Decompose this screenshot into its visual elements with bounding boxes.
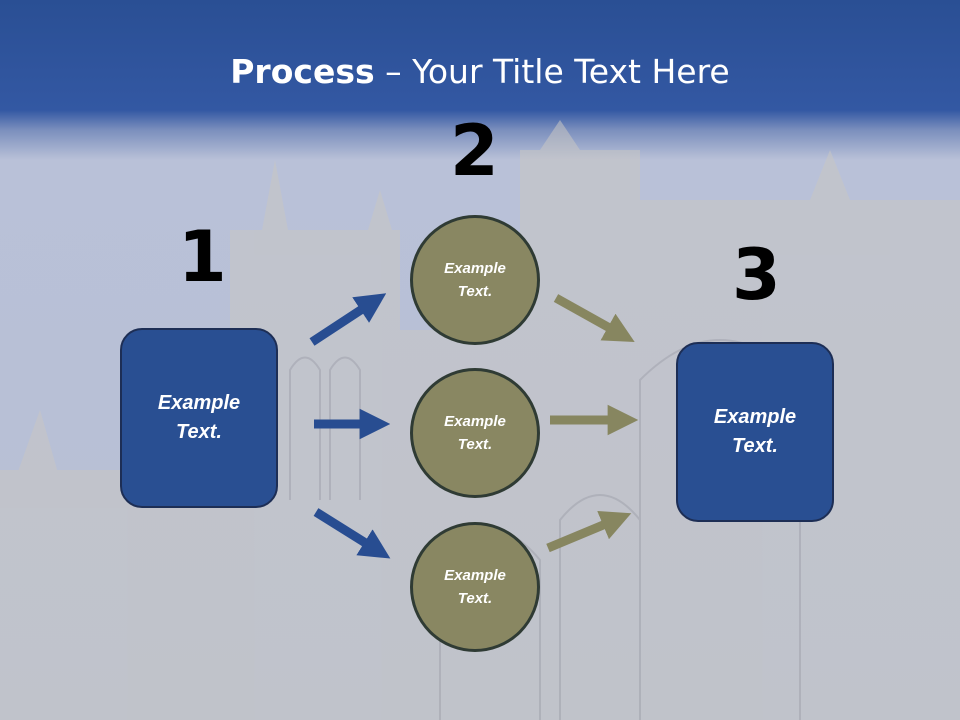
arrow-from-circle-top	[553, 294, 635, 342]
arrow-from-circle-bottom	[546, 510, 632, 553]
step-number-3: 3	[732, 234, 781, 316]
step-1-box-text: Example Text.	[157, 392, 241, 443]
step-number-1: 1	[178, 216, 227, 298]
title-rest: – Your Title Text Here	[374, 52, 730, 91]
slide-title: Process – Your Title Text Here	[0, 52, 960, 91]
circle-middle-text: Example Text.	[444, 413, 506, 453]
step-1-box: Example Text.	[120, 328, 278, 508]
step-number-2: 2	[450, 110, 499, 192]
circle-bottom-text: Example Text.	[444, 567, 506, 607]
title-bold: Process	[230, 52, 375, 91]
step-3-box-text: Example Text.	[713, 406, 797, 457]
circle-top-text: Example Text.	[444, 260, 506, 300]
step-2-circle-middle: Example Text.	[410, 368, 540, 498]
step-3-box: Example Text.	[676, 342, 834, 522]
arrow-to-circle-bottom	[313, 508, 391, 559]
step-2-circle-top: Example Text.	[410, 215, 540, 345]
arrow-to-circle-top	[309, 293, 387, 346]
step-2-circle-bottom: Example Text.	[410, 522, 540, 652]
